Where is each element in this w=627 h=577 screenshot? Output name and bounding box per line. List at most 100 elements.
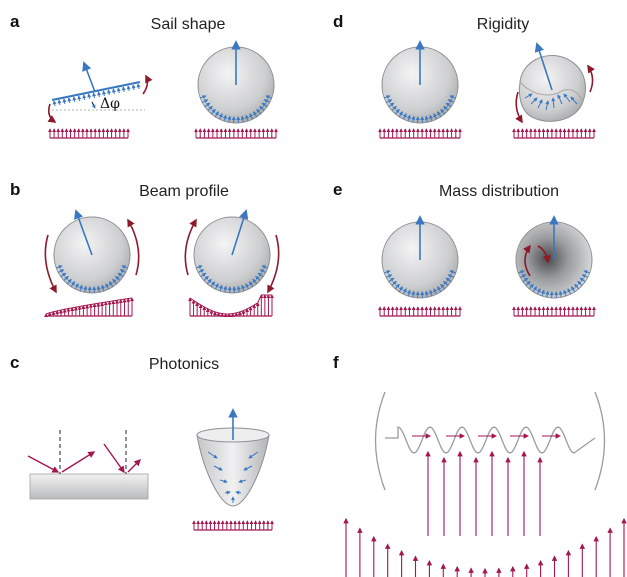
sphere-sail-a — [197, 40, 275, 124]
surface-force-arrow — [74, 283, 79, 290]
surface-force-arrow — [263, 99, 270, 103]
surface-force-arrow — [102, 90, 107, 97]
surface-force-arrow — [67, 97, 72, 104]
sphere-surface-forces — [200, 95, 272, 123]
torque-arrow-right — [142, 74, 153, 95]
torque-arrow-right — [267, 234, 280, 294]
surface-force-arrow — [445, 277, 452, 283]
surface-force-arrow — [540, 289, 545, 297]
surface-force-arrow — [577, 280, 583, 286]
surface-force-arrow — [109, 281, 114, 288]
surface-force-arrow — [136, 83, 141, 90]
surface-force-arrow — [447, 274, 454, 278]
deformed-sphere-sail — [515, 42, 595, 124]
surface-force-arrow — [253, 111, 258, 118]
surface-force-arrow — [241, 284, 246, 292]
surface-force-arrow — [391, 280, 397, 286]
sail-edge-right — [594, 391, 606, 491]
ramp-beam-profile — [44, 297, 134, 318]
surface-force-arrow — [563, 289, 568, 297]
angle-label: Δφ — [100, 96, 120, 112]
surface-force-arrow — [63, 275, 69, 281]
surface-force-arrow — [571, 286, 576, 293]
surface-force-arrow — [96, 285, 101, 293]
surface-force-arrow — [107, 89, 111, 96]
surface-force-arrow — [261, 265, 268, 269]
grating-surface — [385, 425, 596, 454]
cone-surface-forces — [207, 451, 259, 503]
sphere-surface-forces — [196, 265, 268, 293]
offset-mass-sphere — [515, 215, 593, 299]
surface-force-arrow — [406, 114, 411, 122]
panel-e: e Mass distribution — [333, 180, 596, 317]
surface-force-arrow — [440, 108, 446, 115]
surface-force-arrow — [424, 115, 429, 123]
net-force-arrow — [82, 61, 96, 93]
surface-force-arrow — [83, 285, 88, 293]
incident-ray — [103, 443, 125, 474]
grating-incident-rays — [412, 433, 562, 536]
surface-force-arrow — [115, 275, 121, 281]
panel-letter-e: e — [333, 180, 342, 199]
surface-force-arrow — [532, 286, 537, 293]
panel-b: b Beam profile — [10, 180, 280, 318]
surface-force-arrow — [101, 284, 106, 292]
sphere-surface-forces — [384, 95, 456, 123]
panel-a: a Sail shape Δφ — [10, 12, 278, 139]
surface-force-arrow — [402, 288, 407, 295]
offset-beam-profile — [188, 294, 274, 318]
surface-force-arrow — [222, 114, 227, 122]
torque-arrow-left — [44, 234, 57, 294]
surface-force-arrow — [78, 284, 83, 292]
surface-force-arrow — [265, 95, 272, 99]
surface-force-arrow — [437, 111, 442, 118]
surface-force-arrow — [249, 113, 254, 120]
torque-arrow-left — [515, 91, 523, 124]
surface-force-arrow — [398, 286, 403, 293]
surface-force-arrow — [384, 95, 391, 99]
sphere-sail-b2 — [184, 209, 280, 294]
surface-force-arrow — [567, 288, 572, 295]
panel-letter-f: f — [333, 353, 339, 372]
reflected-ray — [61, 451, 96, 473]
surface-force-arrow — [200, 272, 207, 278]
surface-force-arrow — [449, 95, 456, 99]
surface-force-arrow — [520, 274, 527, 278]
surface-force-arrow — [545, 290, 550, 298]
surface-force-arrow — [203, 275, 209, 281]
surface-force-arrow — [579, 277, 586, 283]
surface-force-arrow — [60, 272, 67, 278]
angle-indicator — [91, 101, 96, 109]
surface-force-arrow — [131, 84, 136, 91]
surface-force-arrow — [398, 111, 403, 118]
surface-force-arrow — [116, 87, 121, 94]
surface-force-arrow — [406, 289, 411, 297]
surface-force-arrow — [214, 283, 219, 290]
net-force-arrow — [231, 209, 249, 256]
panel-title-b: Beam profile — [139, 183, 229, 200]
surface-force-arrow — [206, 278, 212, 285]
surface-force-arrow — [256, 108, 262, 115]
surface-force-arrow — [386, 99, 393, 103]
surface-force-arrow — [126, 85, 131, 92]
surface-force-arrow — [97, 91, 102, 98]
panel-letter-a: a — [10, 12, 20, 31]
surface-force-arrow — [558, 290, 563, 298]
surface-force-arrow — [105, 283, 110, 290]
surface-force-arrow — [249, 281, 254, 288]
surface-force-arrow — [198, 269, 205, 273]
surface-force-arrow — [429, 114, 434, 122]
beam-envelope — [189, 294, 272, 315]
surface-force-arrow — [227, 115, 232, 123]
panel-f: f — [333, 353, 627, 577]
surface-force-arrow — [77, 95, 82, 102]
panel-c: c Photonics — [10, 353, 274, 531]
grating-sail — [374, 391, 606, 491]
surface-force-arrow — [112, 278, 118, 285]
surface-force-arrow — [62, 98, 67, 105]
torque-arrow-right — [127, 218, 140, 276]
surface-force-arrow — [528, 283, 534, 290]
surface-force-arrow — [437, 286, 442, 293]
surface-force-arrow — [259, 105, 265, 111]
surface-force-arrow — [72, 96, 77, 103]
